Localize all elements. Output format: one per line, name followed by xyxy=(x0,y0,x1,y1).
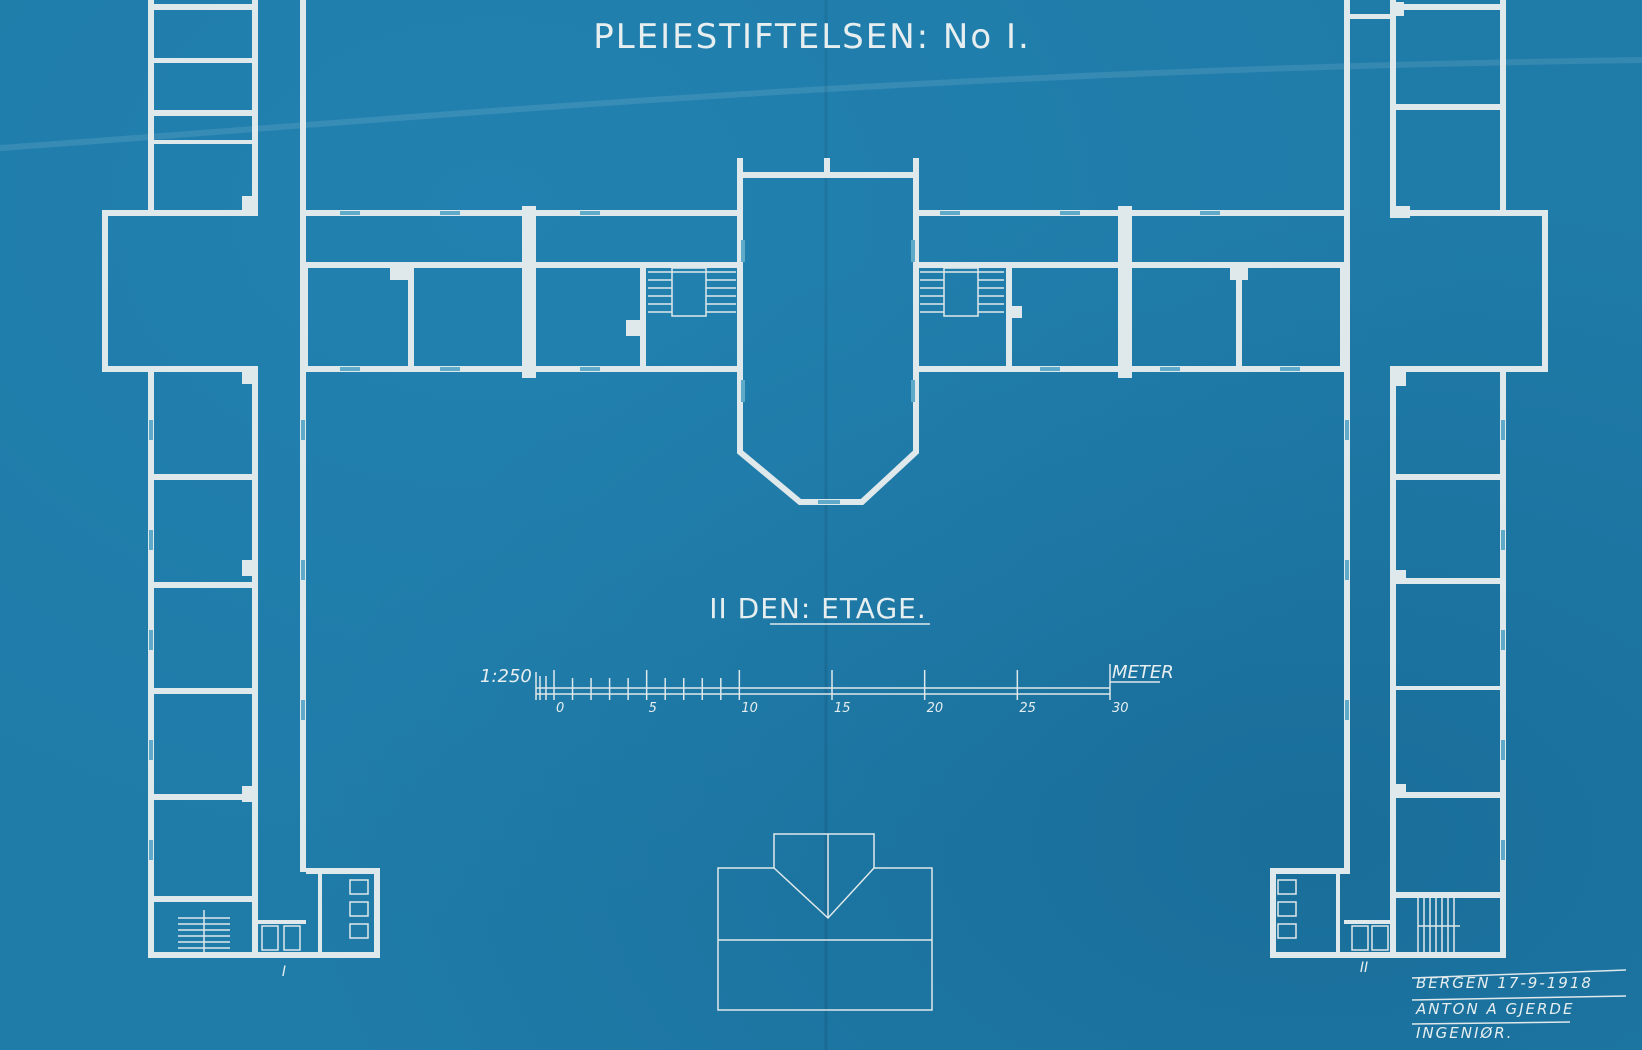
left-wing: I xyxy=(102,0,380,980)
scale-tick-label: 5 xyxy=(649,701,657,716)
stair-center-left xyxy=(648,267,736,317)
scale-tick-label: 10 xyxy=(741,701,758,716)
drawing-title: PLEIESTIFTELSEN: No I. xyxy=(593,17,1031,57)
right-wing: II xyxy=(1270,0,1548,976)
scale-tick-label: 0 xyxy=(556,701,564,716)
scale-ratio: 1:250 xyxy=(480,666,532,687)
central-block xyxy=(300,206,1350,378)
wc-left xyxy=(261,879,369,951)
stair-left-bottom xyxy=(178,910,230,952)
signature-place-date: BERGEN 17-9-1918 xyxy=(1416,974,1593,992)
central-hall xyxy=(737,158,919,505)
site-plan-outline xyxy=(717,833,933,1011)
signature-name: ANTON A GJERDE xyxy=(1415,1000,1574,1018)
scale-unit: METER xyxy=(1112,662,1174,683)
signature-title: INGENIØR. xyxy=(1416,1024,1513,1042)
scale-tick-label: 15 xyxy=(834,701,851,716)
floor-label: II DEN: ETAGE. xyxy=(709,592,927,625)
scale-ticks: 0 5 10 15 20 25 30 xyxy=(539,670,1129,716)
scale-tick-label: 25 xyxy=(1019,701,1036,716)
wc-right xyxy=(1277,879,1389,951)
wing-mark-right: II xyxy=(1360,960,1368,976)
stair-right-bottom xyxy=(1417,898,1460,952)
scale-tick-label: 20 xyxy=(927,701,944,716)
scale-bar: 1:250 0 5 10 15 20 25 30 METER xyxy=(480,662,1174,716)
stair-center-right xyxy=(920,267,1004,317)
wing-mark-left: I xyxy=(282,964,286,980)
scale-tick-label: 30 xyxy=(1112,701,1129,716)
paper-fold-horizontal xyxy=(0,57,1642,151)
signature-block: BERGEN 17-9-1918 ANTON A GJERDE INGENIØR… xyxy=(1411,969,1627,1042)
